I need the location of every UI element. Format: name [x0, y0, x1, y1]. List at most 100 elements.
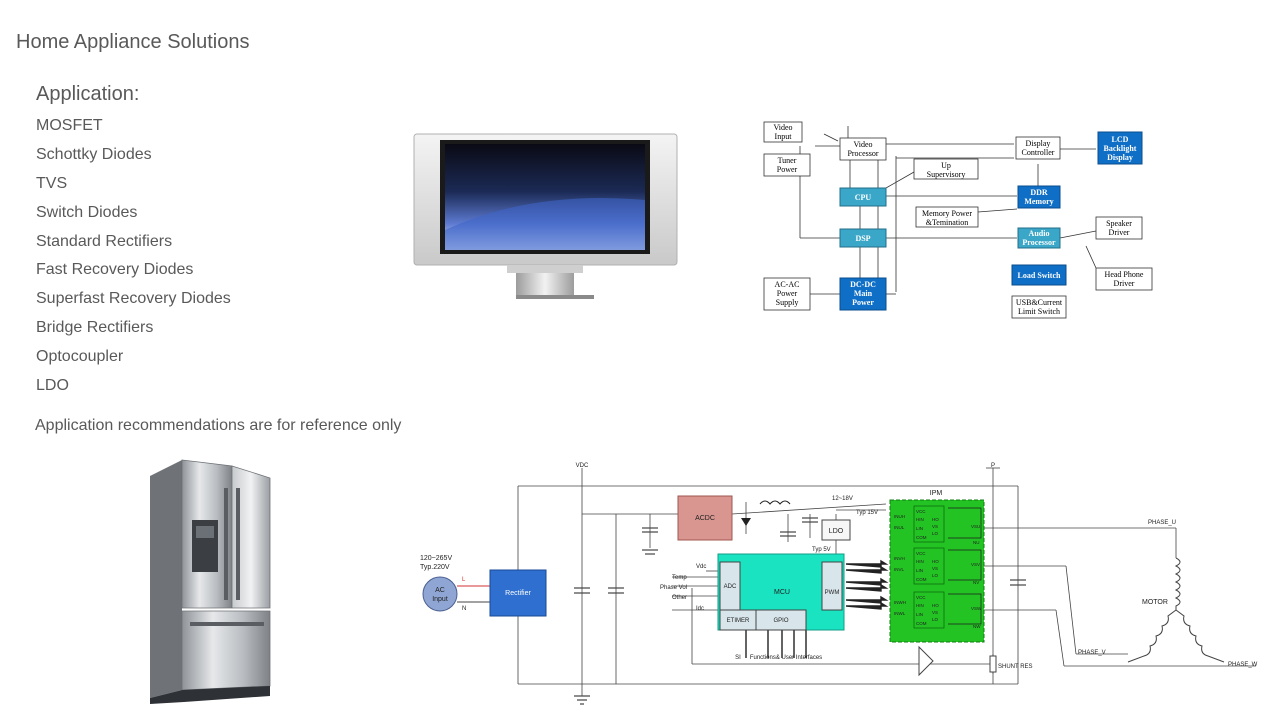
rectifier-label: Rectifier — [505, 590, 531, 597]
acdc-block — [677, 495, 733, 541]
pwm-label: PWM — [825, 590, 840, 596]
mcu-label: MCU — [774, 589, 790, 596]
vdc-label: VDC — [576, 463, 589, 469]
phase-w-label: PHASE_W — [1228, 662, 1258, 668]
video-processor-label: Video — [853, 140, 872, 149]
reference-note: Application recommendations are for refe… — [35, 417, 402, 434]
video-processor-label: Processor — [847, 149, 878, 158]
ipm-pin-label: HO — [932, 603, 939, 608]
typ15-label: Typ 15V — [856, 510, 878, 516]
ipm-pin-label: HO — [932, 517, 939, 522]
ac-ac-power-label: Power — [777, 289, 798, 298]
ipm-pin-label: VCC — [916, 509, 926, 514]
ipm-pin-label: LIN — [916, 526, 923, 531]
ipm-pin-label: HIN — [916, 517, 924, 522]
list-item: Switch Diodes — [36, 203, 138, 221]
ipm-pin-label: COM — [916, 577, 927, 582]
ipm-label: IPM — [930, 490, 943, 497]
cpu-block — [839, 187, 887, 207]
tv-image — [413, 133, 678, 299]
motor-schematic: VDC P 120~265V Typ.220V AC Input L N Rec… — [420, 463, 1258, 705]
usb-limit-switch-block — [1011, 295, 1067, 319]
audio-processor-label: Processor — [1022, 238, 1056, 247]
tv-block-diagram: Video Input Tuner Power Video Processor … — [763, 121, 1153, 319]
idc-label: Idc — [696, 606, 704, 612]
memory-power-block — [915, 206, 979, 228]
ipm-pin-label: VCC — [916, 595, 926, 600]
audio-processor-label: Audio — [1029, 229, 1050, 238]
input-voltage-label: Typ.220V — [420, 564, 450, 571]
ldo-block — [821, 519, 851, 541]
list-item: Standard Rectifiers — [36, 232, 173, 250]
dsp-label: DSP — [855, 234, 870, 243]
n-label: N — [462, 606, 466, 612]
video-processor-block — [839, 137, 887, 161]
dcdc-label: Power — [852, 298, 874, 307]
ddr-memory-block — [1017, 185, 1061, 209]
speaker-driver-block — [1095, 216, 1143, 240]
cpu-label: CPU — [855, 193, 872, 202]
video-input-label: Input — [775, 132, 793, 141]
ipm-phase-label: VSW — [971, 606, 982, 611]
tuner-power-block — [763, 153, 811, 177]
ac-ac-power-block — [763, 277, 811, 311]
ipm-pin-label: LO — [932, 617, 939, 622]
ipm-n-label: NV — [973, 580, 979, 585]
rectifier-block — [489, 569, 547, 617]
tuner-power-label: Power — [777, 165, 798, 174]
page-title: Home Appliance Solutions — [16, 31, 250, 53]
up-supervisory-label: Up — [941, 161, 951, 170]
other-label: Other — [672, 595, 687, 601]
lcd-backlight-block — [1097, 131, 1143, 165]
p-label: P — [991, 463, 995, 469]
head-phone-driver-label: Driver — [1114, 279, 1135, 288]
display-controller-label: Controller — [1022, 148, 1055, 157]
pwm-block — [821, 561, 843, 611]
ac-input-label: AC — [435, 587, 445, 594]
gpio-label: GPIO — [773, 618, 788, 624]
ddr-memory-label: DDR — [1030, 188, 1048, 197]
list-item: MOSFET — [36, 117, 103, 134]
phase-v-label: PHASE_V — [1078, 650, 1106, 656]
ipm-pin-label: VS — [932, 524, 938, 529]
ipm-phase-label: VSV — [971, 562, 980, 567]
ac-ac-power-label: Supply — [776, 298, 799, 307]
up-supervisory-label: Supervisory — [927, 170, 966, 179]
load-switch-label: Load Switch — [1018, 271, 1061, 280]
functions-label: Functions& User Interfaces — [750, 655, 822, 661]
si-label: SI — [735, 655, 741, 661]
phase-vol-label: Phase Vol — [660, 585, 687, 591]
ipm-pin-label: COM — [916, 535, 927, 540]
display-controller-block — [1015, 136, 1061, 160]
lcd-backlight-label: Backlight — [1104, 144, 1137, 153]
phase-u-label: PHASE_U — [1148, 520, 1176, 526]
ipm-input-label: INWL — [894, 611, 906, 616]
ipm-pin-label: HO — [932, 559, 939, 564]
ipm-input-label: INVH — [894, 556, 905, 561]
ipm-input-label: INUH — [894, 514, 905, 519]
ipm-pin-label: LIN — [916, 612, 923, 617]
motor-label: MOTOR — [1142, 599, 1168, 606]
ipm-pin-label: LO — [932, 531, 939, 536]
audio-processor-block — [1017, 227, 1061, 249]
video-input-label: Video — [773, 123, 792, 132]
list-item: LDO — [36, 377, 69, 395]
ipm-pin-label: VCC — [916, 551, 926, 556]
shunt-res-label: SHUNT RES — [998, 664, 1033, 670]
dsp-block — [839, 228, 887, 248]
dcdc-label: DC-DC — [850, 280, 876, 289]
application-heading: Application: — [36, 83, 140, 105]
list-item: Schottky Diodes — [36, 145, 152, 163]
list-item: TVS — [36, 174, 68, 192]
lcd-backlight-label: LCD — [1112, 135, 1129, 144]
memory-power-label: Memory Power — [922, 209, 972, 218]
typ5-label: Typ 5V — [812, 547, 831, 553]
ipm-n-label: NW — [973, 624, 981, 629]
speaker-driver-label: Driver — [1109, 228, 1130, 237]
ipm-pin-label: HIN — [916, 559, 924, 564]
list-item: Fast Recovery Diodes — [36, 261, 194, 279]
vdc-in-label: Vdc — [696, 564, 706, 570]
speaker-driver-label: Speaker — [1106, 219, 1132, 228]
head-phone-driver-label: Head Phone — [1105, 270, 1144, 279]
video-input-block — [763, 121, 803, 143]
